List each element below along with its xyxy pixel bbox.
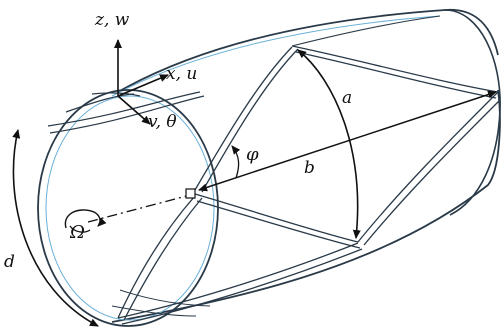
x-axis-label: x, u (166, 64, 198, 84)
angle-phi-label: φ (246, 144, 259, 165)
omega-rotation-tail (69, 225, 91, 233)
y-axis-label: v, θ (148, 112, 177, 132)
y-axis-arrow (117, 95, 151, 125)
x-axis-arrow (117, 74, 169, 97)
z-axis-label: z, w (95, 10, 130, 30)
cylinder-top-edge (117, 8, 499, 93)
cylinder-right-end (444, 9, 501, 216)
dimension-a-label: a (342, 88, 353, 108)
center-node (185, 188, 196, 199)
dimension-d-label: d (4, 252, 15, 272)
dimension-d-arrow (12, 129, 99, 327)
cylinder-top-edge-inner (111, 15, 441, 97)
dimension-a-arrow (297, 49, 361, 239)
angle-phi-arc (231, 145, 241, 179)
omega-rotation-arrow (64, 209, 107, 229)
omega-label: Ω (70, 222, 85, 243)
helical-ribs (47, 15, 501, 325)
dimension-b-label: b (304, 158, 315, 178)
center-axis (87, 193, 195, 223)
front-end-ring-outer (37, 89, 219, 327)
